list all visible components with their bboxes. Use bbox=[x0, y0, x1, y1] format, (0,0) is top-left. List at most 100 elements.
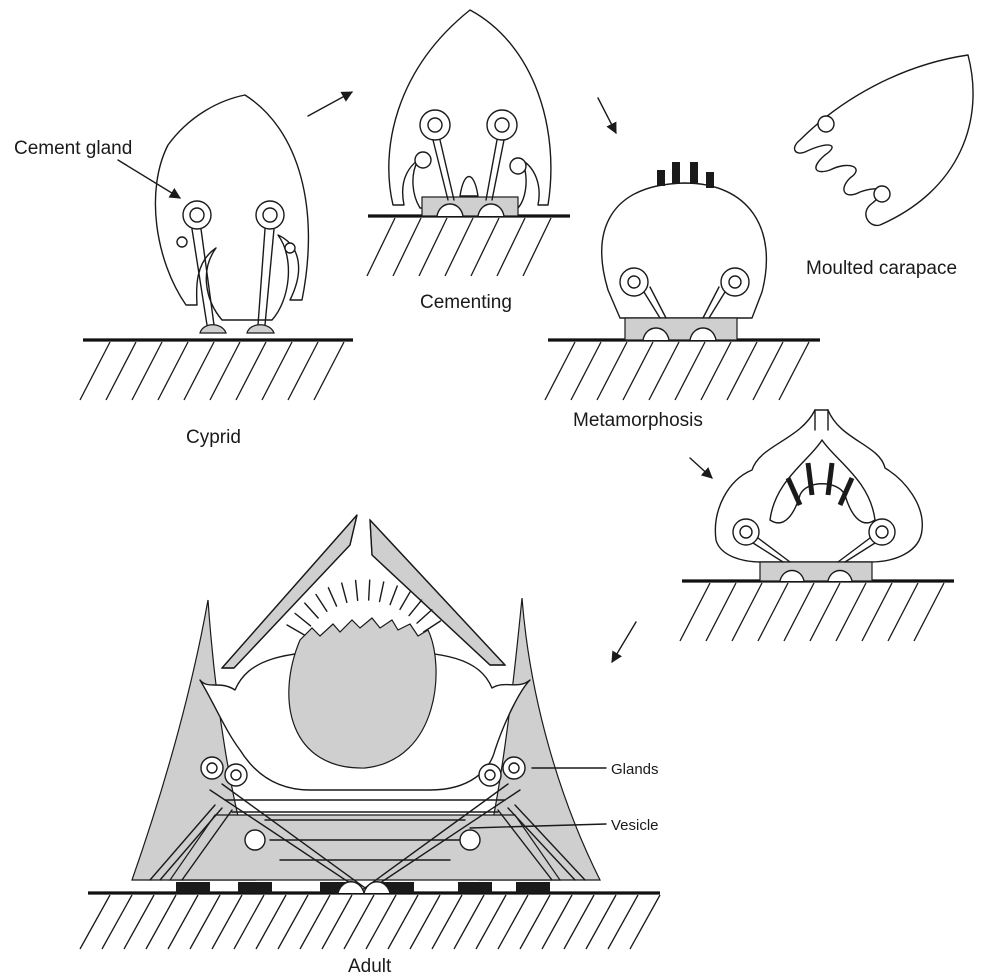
hatch-line bbox=[497, 218, 525, 276]
hatch-line bbox=[432, 895, 462, 949]
hatch-line bbox=[393, 218, 421, 276]
hatch-line bbox=[608, 895, 638, 949]
cirrus bbox=[342, 583, 347, 602]
label-metamorphosis: Metamorphosis bbox=[573, 410, 703, 431]
cirrus bbox=[287, 625, 304, 635]
hatch-line bbox=[914, 583, 944, 641]
hatch-line bbox=[675, 342, 705, 400]
hatch-line bbox=[784, 583, 814, 641]
cement-gland-left bbox=[183, 201, 226, 333]
hatch-line bbox=[498, 895, 528, 949]
hatch-line bbox=[410, 895, 440, 949]
substrate-hatch bbox=[367, 218, 551, 276]
label-vesicle: Vesicle bbox=[611, 817, 659, 834]
hatch-line bbox=[520, 895, 550, 949]
hatch-line bbox=[732, 583, 762, 641]
cirrus bbox=[369, 580, 370, 600]
juvenile-stage bbox=[680, 410, 954, 641]
hatch-line bbox=[300, 895, 330, 949]
hatch-line bbox=[158, 342, 188, 400]
cementing-stage: Cementing bbox=[367, 10, 570, 313]
cirrus bbox=[328, 588, 336, 606]
arrow-to-metamorphosis bbox=[598, 98, 616, 133]
hatch-line bbox=[367, 218, 395, 276]
substrate-hatch bbox=[80, 895, 660, 949]
hatch-line bbox=[322, 895, 352, 949]
cirrus bbox=[400, 592, 410, 609]
hatch-line bbox=[288, 342, 318, 400]
hatch-line bbox=[102, 895, 132, 949]
cirrus bbox=[409, 600, 422, 616]
label-adult: Adult bbox=[348, 956, 392, 977]
adult-stage: Glands Vesicle Adult bbox=[80, 515, 660, 977]
hatch-line bbox=[256, 895, 286, 949]
label-cementing: Cementing bbox=[420, 292, 512, 313]
arrow-to-juvenile bbox=[690, 458, 712, 478]
hatch-line bbox=[471, 218, 499, 276]
hatch-line bbox=[701, 342, 731, 400]
label-cyprid: Cyprid bbox=[186, 427, 241, 448]
hatch-line bbox=[344, 895, 374, 949]
metamorphosis-stage: Metamorphosis bbox=[545, 162, 820, 431]
cirrus bbox=[295, 613, 311, 626]
cirrus bbox=[380, 582, 384, 602]
hatch-line bbox=[366, 895, 396, 949]
hatch-line bbox=[586, 895, 616, 949]
hatch-line bbox=[388, 895, 418, 949]
hatch-line bbox=[314, 342, 344, 400]
hatch-line bbox=[706, 583, 736, 641]
hatch-line bbox=[564, 895, 594, 949]
hatch-line bbox=[168, 895, 198, 949]
hatch-line bbox=[80, 342, 110, 400]
cement-gland-right bbox=[247, 201, 284, 333]
hatch-line bbox=[80, 895, 110, 949]
moulted-carapace: Moulted carapace bbox=[795, 55, 974, 279]
hatch-line bbox=[753, 342, 783, 400]
hatch-line bbox=[184, 342, 214, 400]
arrow-to-adult bbox=[612, 622, 636, 662]
substrate-hatch bbox=[680, 583, 944, 641]
hatch-line bbox=[779, 342, 809, 400]
label-glands: Glands bbox=[611, 761, 659, 778]
cyprid-stage: Cement gland Cyprid bbox=[14, 95, 353, 448]
hatch-line bbox=[545, 342, 575, 400]
cirrus bbox=[417, 610, 432, 623]
hatch-line bbox=[124, 895, 154, 949]
hatch-line bbox=[727, 342, 757, 400]
hatch-line bbox=[597, 342, 627, 400]
hatch-line bbox=[106, 342, 136, 400]
substrate-hatch bbox=[545, 342, 809, 400]
hatch-line bbox=[236, 342, 266, 400]
cirrus bbox=[305, 603, 318, 618]
hatch-line bbox=[476, 895, 506, 949]
hatch-line bbox=[836, 583, 866, 641]
hatch-line bbox=[888, 583, 918, 641]
hatch-line bbox=[680, 583, 710, 641]
cirrus bbox=[356, 580, 358, 600]
cirrus bbox=[390, 586, 397, 605]
hatch-line bbox=[419, 218, 447, 276]
hatch-line bbox=[234, 895, 264, 949]
hatch-line bbox=[758, 583, 788, 641]
hatch-line bbox=[862, 583, 892, 641]
hatch-line bbox=[132, 342, 162, 400]
cement-gland-pointer bbox=[118, 160, 180, 198]
hatch-line bbox=[190, 895, 220, 949]
arrow-to-cementing bbox=[308, 92, 352, 116]
hatch-line bbox=[523, 218, 551, 276]
cirrus bbox=[424, 621, 441, 632]
hatch-line bbox=[542, 895, 572, 949]
hatch-line bbox=[454, 895, 484, 949]
hatch-line bbox=[623, 342, 653, 400]
hatch-line bbox=[262, 342, 292, 400]
hatch-line bbox=[445, 218, 473, 276]
hatch-line bbox=[810, 583, 840, 641]
cirrus bbox=[316, 595, 327, 612]
hatch-line bbox=[649, 342, 679, 400]
hatch-line bbox=[571, 342, 601, 400]
hatch-line bbox=[278, 895, 308, 949]
label-moulted-carapace: Moulted carapace bbox=[806, 258, 957, 279]
hatch-line bbox=[210, 342, 240, 400]
label-cement-gland: Cement gland bbox=[14, 138, 132, 159]
